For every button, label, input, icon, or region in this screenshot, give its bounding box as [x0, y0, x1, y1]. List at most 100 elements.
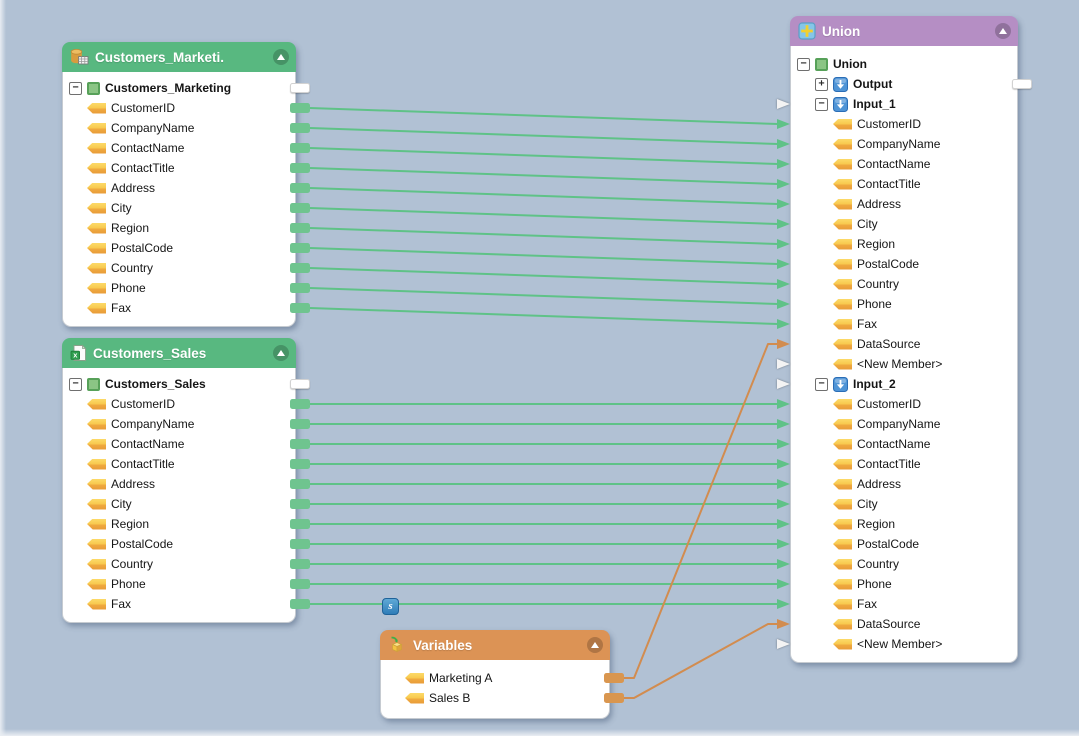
output-connector[interactable]	[290, 539, 310, 549]
input-connector[interactable]	[777, 278, 790, 289]
tree-row-city[interactable]: City	[63, 494, 310, 514]
input-connector[interactable]	[777, 618, 790, 629]
connection-line[interactable]	[309, 187, 779, 205]
tree-row-in1_phone[interactable]: Phone	[777, 294, 1017, 314]
component-header[interactable]: x Customers_Sales	[62, 338, 296, 368]
component-header[interactable]: Customers_Marketi.	[62, 42, 296, 72]
output-connector[interactable]	[290, 223, 310, 233]
tree-row-city[interactable]: City	[63, 198, 310, 218]
tree-row-address[interactable]: Address	[63, 178, 310, 198]
collapse-minus-icon[interactable]: −	[797, 57, 810, 71]
input-connector[interactable]	[777, 178, 790, 189]
input-connector[interactable]	[777, 318, 790, 329]
tree-row-address[interactable]: Address	[63, 474, 310, 494]
tree-row-in2_newmember[interactable]: <New Member>	[777, 634, 1017, 654]
connection-line[interactable]	[309, 247, 779, 265]
output-connector[interactable]	[290, 599, 310, 609]
tree-row-in2_contacttitle[interactable]: ContactTitle	[777, 454, 1017, 474]
input-connector[interactable]	[777, 558, 790, 569]
output-connector[interactable]	[290, 439, 310, 449]
connection-line[interactable]	[309, 127, 779, 145]
tree-row-in2_contactname[interactable]: ContactName	[777, 434, 1017, 454]
input-connector[interactable]	[777, 418, 790, 429]
output-connector[interactable]	[290, 263, 310, 273]
input-connector[interactable]	[777, 258, 790, 269]
input-connector[interactable]	[777, 358, 790, 369]
tree-row-postalcode[interactable]: PostalCode	[63, 238, 310, 258]
tree-row-root[interactable]: −Customers_Sales	[63, 374, 310, 394]
output-connector[interactable]	[290, 559, 310, 569]
tree-row-phone[interactable]: Phone	[63, 278, 310, 298]
tree-row-in2_datasource[interactable]: DataSource	[777, 614, 1017, 634]
input-connector[interactable]	[777, 378, 790, 389]
tree-row-in2_fax[interactable]: Fax	[777, 594, 1017, 614]
tree-row-in2_region[interactable]: Region	[777, 514, 1017, 534]
tree-row-contactname[interactable]: ContactName	[63, 138, 310, 158]
tree-row-in1_postalcode[interactable]: PostalCode	[777, 254, 1017, 274]
input-connector[interactable]	[777, 138, 790, 149]
tree-row-in1_region[interactable]: Region	[777, 234, 1017, 254]
tree-row-marketinga[interactable]: Marketing A	[381, 668, 624, 688]
input-connector[interactable]	[777, 118, 790, 129]
connection-line[interactable]	[624, 343, 778, 679]
input-connector[interactable]	[777, 198, 790, 209]
component-header[interactable]: Variables	[380, 630, 610, 660]
output-connector[interactable]	[290, 519, 310, 529]
connection-line[interactable]	[309, 307, 779, 325]
collapse-button[interactable]	[587, 637, 603, 653]
collapse-minus-icon[interactable]: −	[69, 377, 82, 391]
tree-row-in2_customerid[interactable]: CustomerID	[777, 394, 1017, 414]
input-connector[interactable]	[777, 398, 790, 409]
tree-row-in1_datasource[interactable]: DataSource	[777, 334, 1017, 354]
tree-row-in1_contactname[interactable]: ContactName	[777, 154, 1017, 174]
output-connector[interactable]	[290, 103, 310, 113]
connection-line[interactable]	[309, 227, 779, 245]
input-connector[interactable]	[777, 638, 790, 649]
output-connector[interactable]	[290, 379, 310, 389]
tree-row-root[interactable]: −Customers_Marketing	[63, 78, 310, 98]
output-connector[interactable]	[290, 83, 310, 93]
tree-row-in1_customerid[interactable]: CustomerID	[777, 114, 1017, 134]
tree-row-region[interactable]: Region	[63, 218, 310, 238]
output-connector[interactable]	[290, 459, 310, 469]
connection-line[interactable]	[309, 167, 779, 185]
tree-row-fax[interactable]: Fax	[63, 594, 310, 614]
output-connector[interactable]	[290, 399, 310, 409]
output-connector[interactable]	[290, 303, 310, 313]
input-connector[interactable]	[777, 498, 790, 509]
tree-row-in2_phone[interactable]: Phone	[777, 574, 1017, 594]
output-connector[interactable]	[604, 673, 624, 683]
tree-row-in2_companyname[interactable]: CompanyName	[777, 414, 1017, 434]
connection-line[interactable]	[309, 287, 779, 305]
input-connector[interactable]	[777, 478, 790, 489]
tree-row-in1_address[interactable]: Address	[777, 194, 1017, 214]
tree-row-in1_country[interactable]: Country	[777, 274, 1017, 294]
tree-row-input_1[interactable]: −Input_1	[777, 94, 1017, 114]
output-connector[interactable]	[290, 243, 310, 253]
output-connector[interactable]	[290, 203, 310, 213]
input-connector[interactable]	[777, 438, 790, 449]
output-connector[interactable]	[290, 479, 310, 489]
input-connector[interactable]	[777, 538, 790, 549]
connection-line[interactable]	[309, 147, 779, 165]
collapse-button[interactable]	[273, 345, 289, 361]
tree-row-in2_city[interactable]: City	[777, 494, 1017, 514]
input-connector[interactable]	[777, 458, 790, 469]
tree-row-postalcode[interactable]: PostalCode	[63, 534, 310, 554]
output-connector[interactable]	[290, 499, 310, 509]
tree-row-contacttitle[interactable]: ContactTitle	[63, 454, 310, 474]
input-connector[interactable]	[777, 158, 790, 169]
output-connector[interactable]	[290, 283, 310, 293]
collapse-minus-icon[interactable]: −	[815, 97, 828, 111]
tree-row-customerid[interactable]: CustomerID	[63, 98, 310, 118]
component-header[interactable]: Union	[790, 16, 1018, 46]
input-connector[interactable]	[777, 98, 790, 109]
output-connector[interactable]	[290, 419, 310, 429]
output-connector[interactable]	[290, 183, 310, 193]
tree-row-in1_city[interactable]: City	[777, 214, 1017, 234]
connection-line[interactable]	[309, 107, 779, 125]
